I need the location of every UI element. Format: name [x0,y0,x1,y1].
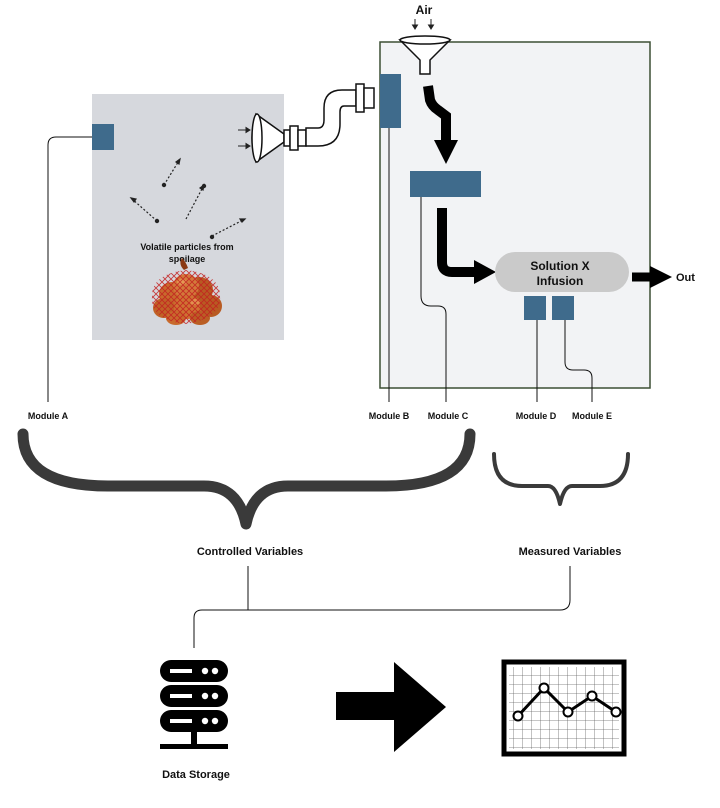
module-d-label: Module D [516,411,557,421]
particles-label-line2: spoilage [169,254,206,264]
solution-label-line2: Infusion [537,274,584,288]
onion-bag-icon [151,258,222,325]
module-c-sensor [410,171,481,197]
air-arrows [411,19,435,30]
module-a-label: Module A [28,411,69,421]
out-label: Out [676,272,695,284]
variables-to-storage-line [193,566,571,648]
line-chart-icon [501,659,627,757]
air-funnel-icon [398,35,452,75]
intake-funnel-icon [251,112,307,164]
module-e-label: Module E [572,411,612,421]
module-a-sensor [92,124,114,150]
right-arrow-icon [336,662,446,752]
module-b-sensor [380,74,401,128]
pipe-icon [305,83,375,147]
server-stack-icon [160,660,228,749]
measured-curly-brace-icon [492,452,630,506]
particle-arrows [129,157,247,240]
particles-label-line1: Volatile particles from [140,242,233,252]
module-e-sensor [552,296,574,320]
out-arrow [632,266,672,288]
solution-label-line1: Solution X [530,259,589,273]
controlled-curly-brace-icon [17,428,476,530]
data-storage-label: Data Storage [162,769,230,781]
controlled-variables-label: Controlled Variables [197,546,303,558]
measured-variables-label: Measured Variables [519,546,622,558]
module-d-sensor [524,296,546,320]
module-c-label: Module C [428,411,469,421]
module-leader-lines [47,128,593,402]
solution-x-infusion [495,252,629,292]
flow-arrow-down [423,85,458,164]
intake-arrows [238,126,251,150]
air-label: Air [416,3,433,17]
flow-arrow-to-solution [437,208,496,284]
module-b-label: Module B [369,411,410,421]
